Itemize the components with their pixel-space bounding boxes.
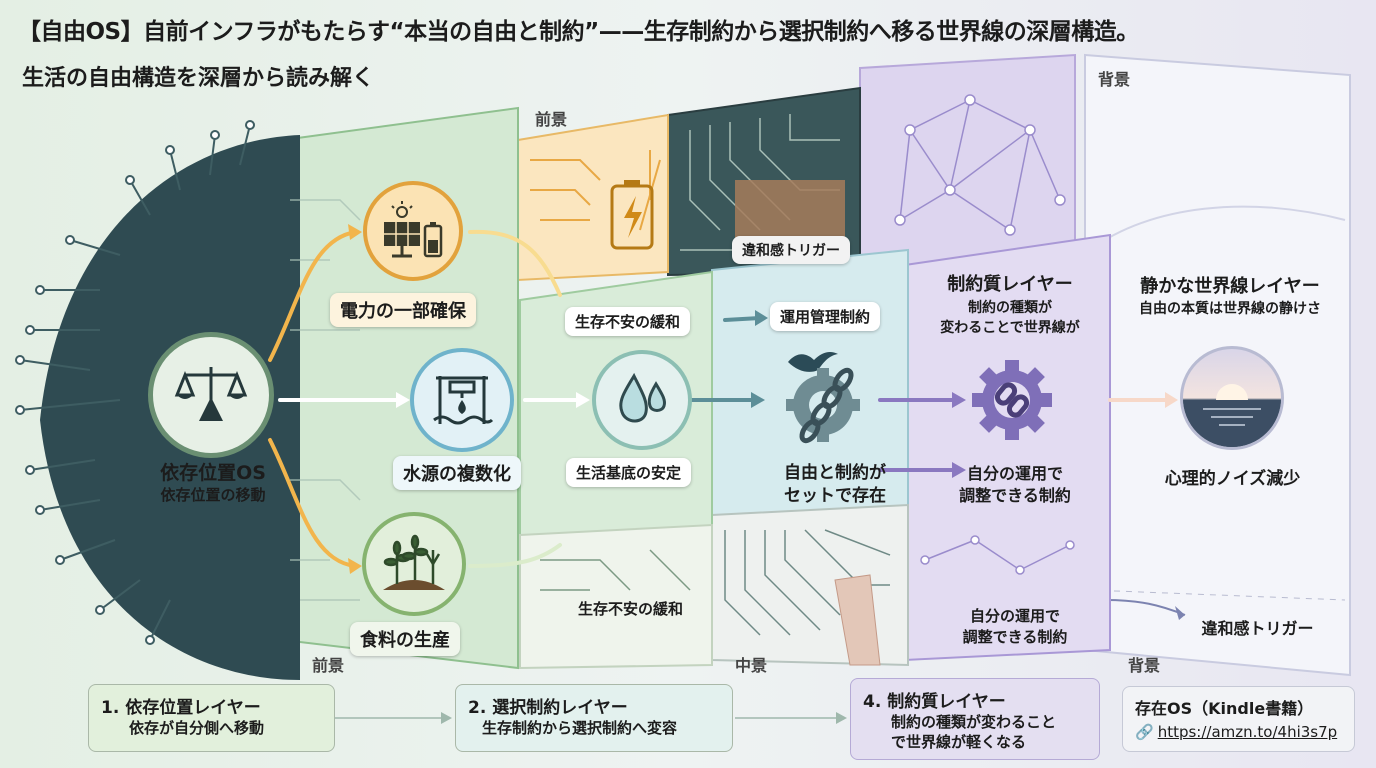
link-icon: 🔗 <box>1135 723 1154 741</box>
scales-icon <box>174 367 248 421</box>
arrow-heads <box>348 224 1178 574</box>
page-title: 【自由OS】自前インフラがもたらす“本当の自由と制約”——生存制約から選択制約へ… <box>18 19 1139 45</box>
step-box-1: 1. 依存位置レイヤー 依存が自分側へ移動 <box>88 684 335 752</box>
page-subtitle: 生活の自由構造を深層から読み解く <box>22 66 375 91</box>
power-label: 電力の一部確保 <box>330 293 476 327</box>
gear-link-icon <box>972 360 1052 440</box>
food-label: 食料の生産 <box>350 622 460 656</box>
stability-label: 生活基底の安定 <box>566 458 692 487</box>
step-box-2: 2. 選択制約レイヤー 生存制約から選択制約へ変容 <box>455 684 733 752</box>
quality-caption-line1: 自分の運用で <box>966 464 1063 483</box>
quality-bottom-line2: 調整できる制約 <box>962 628 1068 646</box>
layer-label-bg-bottom: 背景 <box>1128 656 1161 675</box>
quiet-discomfort: 違和感トリガー <box>1201 619 1314 638</box>
water-well-icon <box>433 376 494 425</box>
hub-subtitle: 依存位置の移動 <box>160 486 266 504</box>
sunset-icon <box>1183 384 1281 447</box>
quality-title: 制約質レイヤー <box>947 274 1073 295</box>
step-3-title: 4. 制約質レイヤー <box>863 692 1006 712</box>
hub-title: 依存位置OS <box>160 462 266 484</box>
quality-sub-line2: 変わることで世界線が <box>940 320 1080 336</box>
quality-sub-line1: 制約の種類が <box>968 300 1052 316</box>
quality-caption-line2: 調整できる制約 <box>959 486 1071 505</box>
ops-caption-line1: 自由と制約が <box>784 463 886 483</box>
power-node <box>363 181 463 281</box>
layer-label-fg-top: 前景 <box>535 110 568 129</box>
quality-bottom-line1: 自分の運用で <box>969 607 1060 625</box>
quiet-caption: 心理的ノイズ減少 <box>1164 469 1301 489</box>
sunset-node <box>1180 346 1284 450</box>
water-node <box>410 348 514 452</box>
layer-label-fg-bottom: 前景 <box>312 656 345 675</box>
step-1-title: 1. 依存位置レイヤー <box>101 698 261 718</box>
solar-battery-icon <box>384 201 443 258</box>
hub-node <box>148 332 274 458</box>
drop-node <box>592 350 692 450</box>
book-box: 存在OS（Kindle書籍） 🔗 https://amzn.to/4hi3s7p <box>1122 686 1355 752</box>
water-label: 水源の複数化 <box>393 456 521 490</box>
step-1-desc: 依存が自分側へ移動 <box>129 719 265 737</box>
ops-label: 運用管理制約 <box>770 302 881 331</box>
quiet-title: 静かな世界線レイヤー <box>1140 276 1320 297</box>
food-node <box>362 512 466 616</box>
relief-top-label: 生存不安の緩和 <box>565 307 691 336</box>
step-3-desc-line2: で世界線が軽くなる <box>891 733 1027 751</box>
step-2-title: 2. 選択制約レイヤー <box>468 698 628 718</box>
step-box-3: 4. 制約質レイヤー 制約の種類が変わること で世界線が軽くなる <box>850 678 1100 760</box>
quiet-subtitle: 自由の本質は世界線の静けさ <box>1139 301 1321 317</box>
book-title: 存在OS（Kindle書籍） <box>1135 699 1314 718</box>
layer-label-bg-top: 背景 <box>1098 70 1131 89</box>
panel-orange <box>517 113 669 282</box>
book-link[interactable]: https://amzn.to/4hi3s7p <box>1157 723 1338 741</box>
step-3-desc-line1: 制約の種類が変わること <box>891 713 1057 731</box>
layer-label-mid-bottom: 中景 <box>735 656 768 675</box>
discomfort-top-label: 違和感トリガー <box>732 236 850 264</box>
sprout-icon <box>383 534 445 590</box>
flow-arrows <box>268 229 1172 568</box>
gear-chain-bird-icon <box>786 352 860 444</box>
water-drop-icon <box>619 372 666 423</box>
step-2-desc: 生存制約から選択制約へ変容 <box>482 719 678 737</box>
relief-bottom-label: 生存不安の緩和 <box>578 600 684 618</box>
ops-caption-line2: セットで存在 <box>784 486 886 506</box>
